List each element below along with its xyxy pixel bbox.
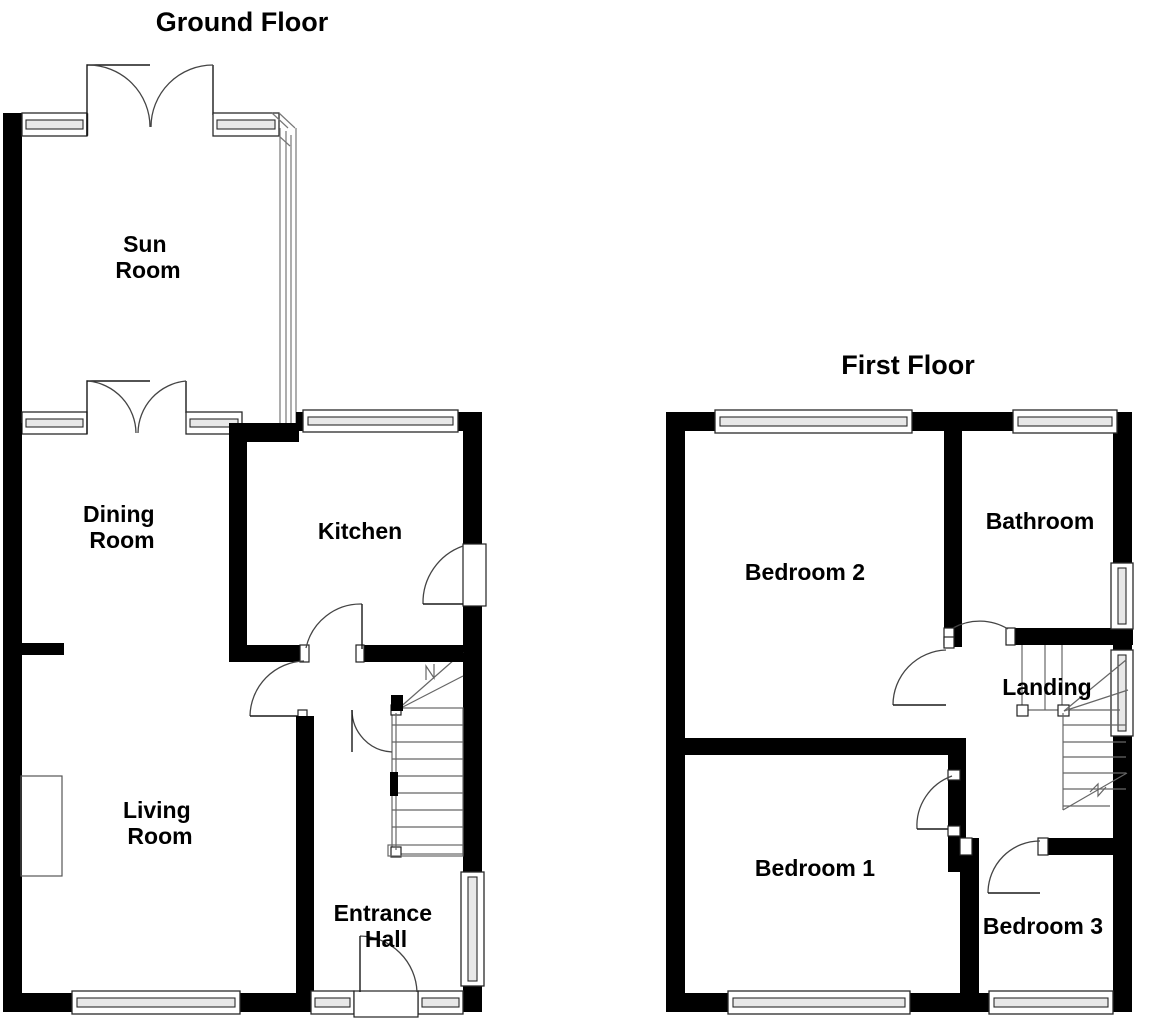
ff-door-jamb-bed3 (1037, 837, 1049, 856)
ff-door-jamb-bed1-b (947, 825, 961, 837)
door-kitchen-external (422, 543, 487, 607)
ff-door-swing-bathroom (952, 620, 1009, 630)
wall-stair-corner (391, 695, 403, 711)
wall-stub-dining-living (20, 643, 64, 655)
wall-kitchen-bottom-right (362, 645, 399, 662)
ff-wall-top-right (1113, 412, 1132, 431)
room-label-bathroom: Bathroom (986, 508, 1095, 534)
window-sunroom-top-right (212, 112, 280, 137)
ff-wall-bedroom3-left (960, 838, 979, 1012)
first-floor-title: First Floor (841, 350, 975, 380)
ff-wall-top-left (666, 412, 718, 431)
ff-door-swing-bedroom2 (892, 649, 947, 706)
wall-hall-top (392, 645, 463, 662)
door-swing-kitchen (305, 603, 363, 649)
sunroom-glass-corner (271, 112, 296, 147)
door-swing-understairs (351, 709, 393, 753)
staircase-ground (387, 651, 464, 858)
door-front-entrance (353, 935, 419, 1018)
ff-wall-bed2-bath (944, 412, 962, 647)
wall-living-hall (296, 716, 314, 1012)
sunroom-glass-wall-right (279, 128, 297, 425)
fireplace-living-room (20, 775, 63, 877)
door-swing-sunroom-top-left (87, 64, 151, 128)
wall-kitchen-bottom-left (229, 645, 306, 662)
wall-exterior-left-lower (3, 423, 22, 1012)
window-entrance-hall-front-right (417, 990, 464, 1015)
sunroom-opening-left-jamb (86, 64, 150, 136)
ff-staircase (1016, 645, 1129, 811)
ff-wall-bathroom-bottom (1013, 628, 1133, 645)
room-label-entrance-hall: Entrance Hall (334, 900, 439, 952)
first-floor-group (666, 409, 1134, 1015)
room-label-living-room: Living Room (123, 797, 197, 849)
ff-window-bedroom1-front (727, 990, 911, 1015)
ff-door-swing-bedroom3 (987, 840, 1041, 894)
room-label-landing: Landing (1002, 674, 1091, 700)
room-label-bedroom-3: Bedroom 3 (983, 913, 1103, 939)
ff-wall-exterior-left (666, 412, 685, 1012)
wall-dining-kitchen (229, 423, 247, 647)
window-sunroom-bottom-right (185, 411, 243, 435)
sun-room-structure (3, 64, 297, 435)
window-living-room-front (71, 990, 241, 1015)
ff-door-swing-bedroom1 (916, 775, 953, 830)
ff-door-jamb-bed2 (943, 636, 955, 649)
ff-window-bedroom2-rear (714, 409, 913, 434)
ground-floor-group (3, 64, 487, 1018)
window-sunroom-bottom-left (21, 411, 88, 435)
sunroom-bottom-wall-left (86, 380, 150, 434)
room-label-bedroom-1: Bedroom 1 (755, 855, 875, 881)
ff-door-jamb-bathroom (1005, 627, 1016, 646)
room-label-dining-room: Dining Room (83, 501, 161, 553)
window-entrance-hall-side (460, 871, 485, 987)
door-jamb-kitchen-left (299, 644, 310, 663)
door-jamb-kitchen-right (355, 644, 365, 663)
ff-door-jamb-bed3-b (959, 837, 973, 856)
window-entrance-hall-front-left (310, 990, 355, 1015)
window-sunroom-top-left (21, 112, 88, 137)
ff-window-bathroom-rear (1012, 409, 1118, 434)
ff-wall-bed2-bed1 (666, 738, 966, 755)
door-swing-sunroom-top-right (150, 64, 214, 128)
handrail-post (390, 772, 398, 796)
room-label-bedroom-2: Bedroom 2 (745, 559, 865, 585)
ff-wall-bedroom3-top (1046, 838, 1132, 855)
wall-sunroom-kitchen-sill (231, 423, 299, 442)
door-swing-hall-dining (249, 660, 305, 717)
ff-window-bathroom-side (1110, 562, 1134, 630)
room-label-sun-room: Sun Room (115, 231, 180, 283)
wall-exterior-left-upper (3, 113, 22, 423)
door-swing-sunroom-bottom-left (87, 380, 137, 434)
ground-floor-title: Ground Floor (156, 7, 329, 37)
window-kitchen-top (302, 409, 459, 433)
ff-door-jamb-bed1 (947, 769, 961, 781)
door-swing-sunroom-bottom-right (137, 380, 187, 434)
ff-window-landing-side (1110, 649, 1134, 737)
room-label-kitchen: Kitchen (318, 518, 402, 544)
ff-window-bedroom3-front (988, 990, 1114, 1015)
